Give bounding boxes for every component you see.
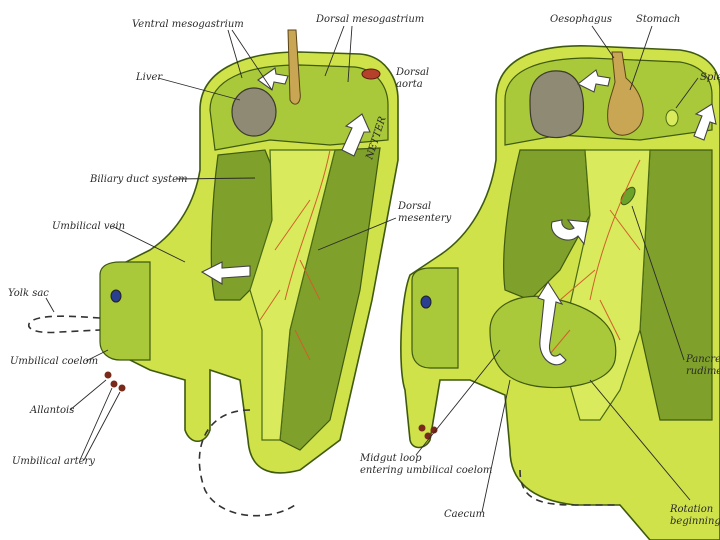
left-umbilical-loop [198,409,296,517]
right-liver [529,70,585,139]
label-rotation-line1: Rotation [669,504,713,515]
left-arrow-ventral [257,67,289,91]
left-liver [231,87,277,137]
left-embryo-illustration [27,29,399,517]
right-cavity-left [503,149,591,301]
label-biliary-duct-system: Biliary duct system [89,174,188,185]
right-umbilical-loop [519,469,620,506]
left-yolk-stalk [27,315,101,334]
leader-dorsal-mesentery [317,217,397,251]
leader-biliary-duct [175,177,256,180]
left-umbilical-region [99,261,151,361]
label-umbilical-coelom: Umbilical coelom [10,356,98,367]
left-artery-2 [110,380,118,388]
leader-oesophagus [591,25,615,59]
right-spleen [665,109,679,127]
leader-stomach [629,25,653,91]
label-umbilical-vein: Umbilical vein [52,221,125,232]
right-artery-2 [424,432,432,440]
label-liver: Liver [135,72,163,83]
left-artery-1 [104,371,112,379]
right-artery-1 [418,424,426,432]
label-stomach: Stomach [636,14,680,25]
leader-liver [157,77,241,101]
left-arrow-umbilical [200,261,251,285]
right-arrow-stomach-top [576,69,611,93]
right-umbilical-region [411,267,459,369]
right-vessels [544,159,641,361]
leader-umbilical-artery [79,387,121,461]
label-umbilical-artery: Umbilical artery [12,456,95,467]
leader-midgut-loop [415,349,501,456]
right-embryo-illustration [400,45,720,540]
right-stomach [607,51,644,136]
label-allantois: Allantois [29,405,74,416]
label-dorsal-mesogastrium: Dorsal mesogastrium [315,14,424,25]
left-labels: Ventral mesogastrium Dorsal mesogastrium… [8,14,452,467]
label-yolk-sac: Yolk sac [8,288,49,299]
leader-pancreatic [631,205,685,361]
right-umbilical-vein-lumen [420,295,432,309]
left-arrow-dorsal [341,113,371,157]
right-pancreatic-rudiment [620,186,636,206]
right-midgut-loop [489,295,617,389]
right-arrow-rotation-lower [537,280,567,366]
leader-yolk-sac [45,297,55,313]
label-dorsal-mesentery-line2: mesentery [398,213,452,224]
label-dorsal-aorta-line1: Dorsal [395,67,429,78]
leader-umbilical-vein [111,225,186,263]
leader-allantois [69,379,107,411]
label-pancreatic-line2: rudiment [686,366,720,377]
label-spleen: Sple [700,72,720,83]
label-rotation-line2: beginning [670,516,720,527]
right-artery-3 [430,426,438,434]
left-oesophagus [287,29,301,105]
label-ventral-mesogastrium: Ventral mesogastrium [132,19,244,30]
leader-ventral-mesogastrium [227,29,273,91]
label-oesophagus: Oesophagus [550,14,612,25]
left-dorsal-aorta [361,68,381,80]
leader-rotation [589,379,691,501]
label-dorsal-aorta-line2: aorta [396,79,423,90]
left-umbilical-vein-lumen [110,289,122,303]
label-midgut-loop-line1: Midgut loop [359,453,422,464]
left-dorsal-mesentery [249,149,336,441]
label-pancreatic-line1: Pancrea [685,354,720,365]
right-arrow-rotation-upper [551,219,589,246]
left-artery-3 [118,384,126,392]
leader-caecum [481,379,511,513]
leader-umbilical-coelom [85,349,109,362]
label-dorsal-mesentery-line1: Dorsal [397,201,431,212]
left-vessels [259,149,331,361]
label-midgut-loop-line2: entering umbilical coelom [360,465,492,476]
right-labels: Oesophagus Stomach Sple Pancrea rudiment… [359,14,720,527]
leader-dorsal-mesogastrium [324,25,353,83]
label-caecum: Caecum [444,509,485,520]
right-cavity-right [639,149,713,421]
right-arrow-dorsal [693,103,717,141]
leader-spleen [675,77,699,109]
